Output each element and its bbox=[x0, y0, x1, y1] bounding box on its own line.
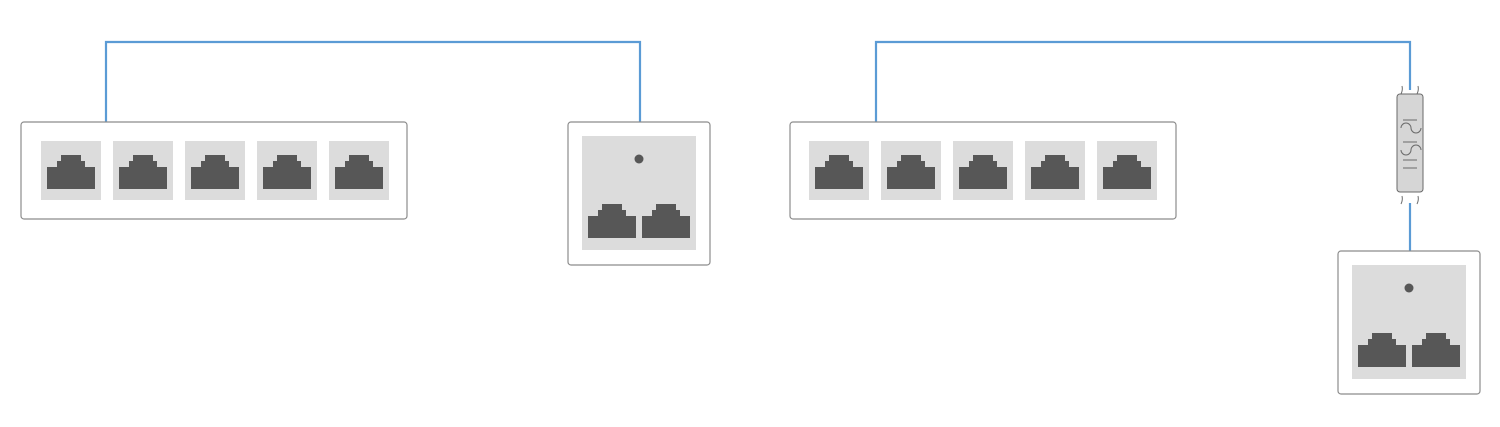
switch-right-rj45-jack-icon bbox=[887, 155, 935, 189]
wall-plate-left bbox=[567, 121, 711, 266]
switch-left-rj45-jack-icon bbox=[263, 155, 311, 189]
coupler-wire-bottom-icon bbox=[1400, 195, 1419, 205]
switch-left-rj45-jack-icon bbox=[119, 155, 167, 189]
wall-plate-left-jacks bbox=[588, 204, 690, 238]
switch-left-rj45-jack-icon bbox=[335, 155, 383, 189]
left-setup bbox=[20, 40, 711, 266]
wall-plate-right-led-icon bbox=[1404, 283, 1414, 293]
wall-plate-left-rj45-jack-icon bbox=[588, 204, 636, 238]
switch-right-rj45-jack-icon bbox=[959, 155, 1007, 189]
wall-plate-left-led-icon bbox=[634, 154, 644, 164]
cable-right-top bbox=[874, 40, 1412, 122]
coupler-link-icon bbox=[1400, 119, 1422, 169]
right-setup bbox=[789, 40, 1481, 395]
switch-right-ports bbox=[809, 141, 1157, 200]
switch-left-rj45-jack-icon bbox=[191, 155, 239, 189]
cable-coupler bbox=[1396, 85, 1424, 205]
switch-right-rj45-jack-icon bbox=[1103, 155, 1151, 189]
switch-left-rj45-jack-icon bbox=[47, 155, 95, 189]
switch-right bbox=[789, 121, 1177, 220]
wall-plate-right-rj45-jack-icon bbox=[1358, 333, 1406, 367]
switch-left-ports bbox=[41, 141, 389, 200]
wall-plate-right bbox=[1337, 250, 1481, 395]
cable-left bbox=[104, 40, 642, 122]
wall-plate-right-jacks bbox=[1358, 333, 1460, 367]
coupler-body bbox=[1396, 93, 1424, 193]
wall-plate-right-rj45-jack-icon bbox=[1412, 333, 1460, 367]
switch-right-rj45-jack-icon bbox=[815, 155, 863, 189]
wall-plate-left-rj45-jack-icon bbox=[642, 204, 690, 238]
switch-right-rj45-jack-icon bbox=[1031, 155, 1079, 189]
coupler-wire-top-icon bbox=[1400, 85, 1419, 95]
switch-left bbox=[20, 121, 408, 220]
